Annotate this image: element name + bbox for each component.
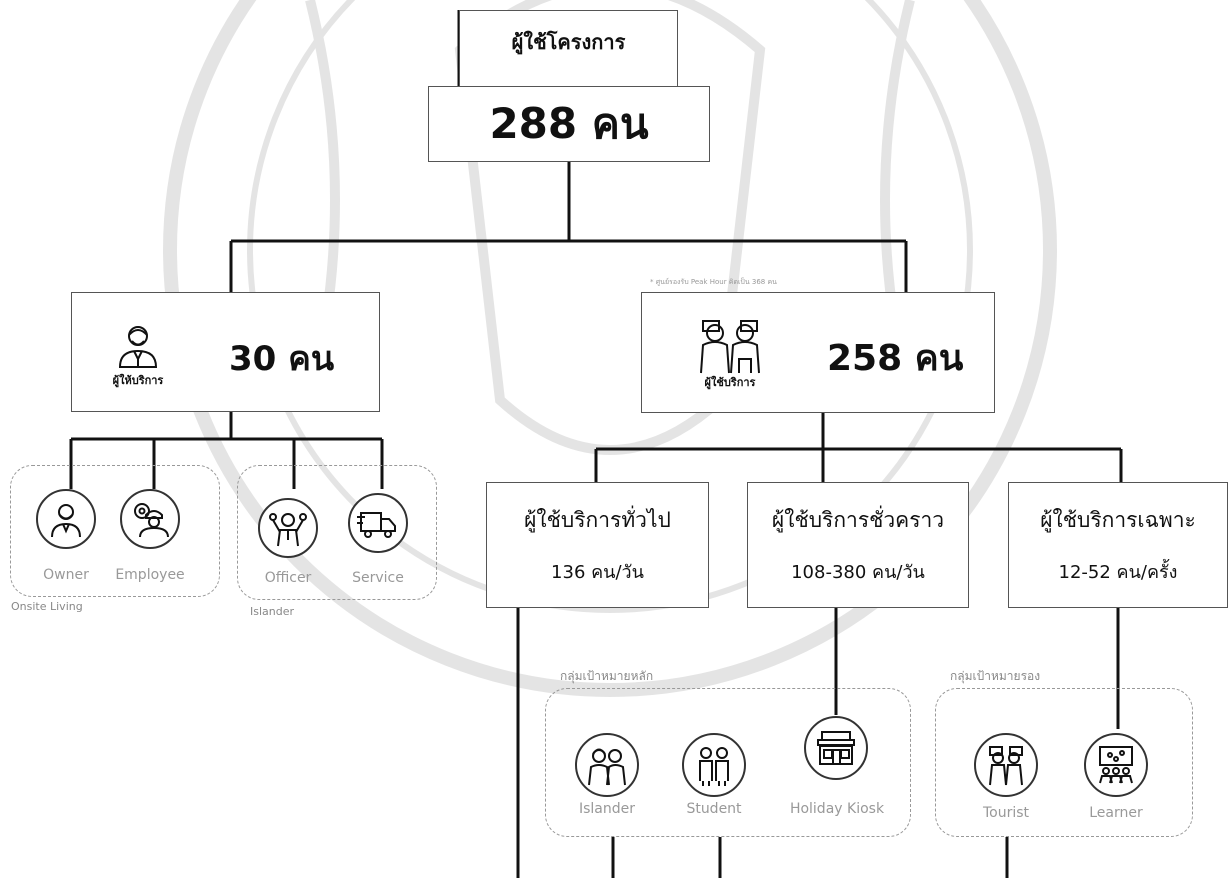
specific-users-box: ผู้ใช้บริการเฉพาะ 12-52 คน/ครั้ง	[1008, 482, 1228, 608]
tourist-icon	[989, 746, 1023, 786]
secondary-target-group	[935, 688, 1193, 837]
providers-caption: ผู้ให้บริการ	[112, 374, 164, 387]
general-users-count: 136 คน/วัน	[551, 562, 644, 583]
users-box: ผู้ใช้บริการ 258 คน	[641, 292, 995, 413]
islander-label: Islander	[578, 801, 636, 817]
islander-staff-group	[237, 465, 437, 600]
owner-icon	[51, 504, 81, 538]
primary-target-label: กลุ่มเป้าหมายหลัก	[560, 669, 654, 683]
officer-icon	[269, 513, 307, 547]
owner-label: Owner	[43, 567, 89, 583]
officer-label: Officer	[264, 570, 312, 586]
student-label: Student	[686, 801, 742, 817]
owner-circle	[36, 489, 96, 549]
student-circle	[682, 733, 746, 797]
users-note: * ศูนย์รองรับ Peak Hour คิดเป็น 368 คน	[650, 278, 777, 286]
project-users-total-box: 288 คน	[428, 86, 710, 162]
primary-target-group	[545, 688, 911, 837]
learner-icon	[1099, 746, 1133, 784]
temporary-users-title: ผู้ใช้บริการชั่วคราว	[771, 508, 945, 532]
specific-users-count: 12-52 คน/ครั้ง	[1058, 562, 1178, 583]
learner-label: Learner	[1089, 805, 1143, 821]
learner-circle	[1084, 733, 1148, 797]
employee-icon	[134, 503, 169, 538]
holiday-kiosk-circle	[804, 716, 868, 780]
islander-staff-label: Islander	[250, 605, 295, 618]
holiday-kiosk-label: Holiday Kiosk	[789, 801, 885, 817]
delivery-truck-icon	[357, 512, 396, 538]
users-caption: ผู้ใช้บริการ	[704, 376, 756, 389]
service-provider-icon	[118, 326, 158, 368]
users-count: 258 คน	[827, 338, 964, 379]
providers-count: 30 คน	[229, 339, 335, 379]
tourist-circle	[974, 733, 1038, 797]
project-users-total: 288 คน	[489, 99, 649, 148]
providers-box: ผู้ให้บริการ 30 คน	[71, 292, 380, 412]
project-users-title-box: ผู้ใช้โครงการ	[459, 10, 678, 88]
temporary-users-count: 108-380 คน/วัน	[791, 562, 925, 583]
temporary-users-box: ผู้ใช้บริการชั่วคราว 108-380 คน/วัน	[747, 482, 969, 608]
project-users-title: ผู้ใช้โครงการ	[511, 30, 626, 54]
general-users-title: ผู้ใช้บริการทั่วไป	[524, 508, 671, 532]
employee-circle	[120, 489, 180, 549]
service-label: Service	[352, 570, 404, 586]
service-users-icon	[700, 320, 760, 374]
onsite-living-label: Onsite Living	[11, 600, 83, 613]
specific-users-title: ผู้ใช้บริการเฉพาะ	[1040, 508, 1196, 532]
tourist-label: Tourist	[982, 805, 1030, 821]
students-icon	[699, 747, 729, 786]
couple-icon	[588, 748, 626, 786]
service-circle	[348, 493, 408, 553]
secondary-target-label: กลุ่มเป้าหมายรอง	[950, 669, 1041, 683]
general-users-box: ผู้ใช้บริการทั่วไป 136 คน/วัน	[486, 482, 709, 608]
officer-circle	[258, 498, 318, 558]
employee-label: Employee	[115, 567, 185, 583]
kiosk-icon	[817, 731, 855, 765]
islander-circle	[575, 733, 639, 797]
users-icon-group: ผู้ใช้บริการ	[694, 315, 766, 391]
onsite-living-group	[10, 465, 220, 597]
providers-icon-group: ผู้ให้บริการ	[108, 321, 168, 389]
